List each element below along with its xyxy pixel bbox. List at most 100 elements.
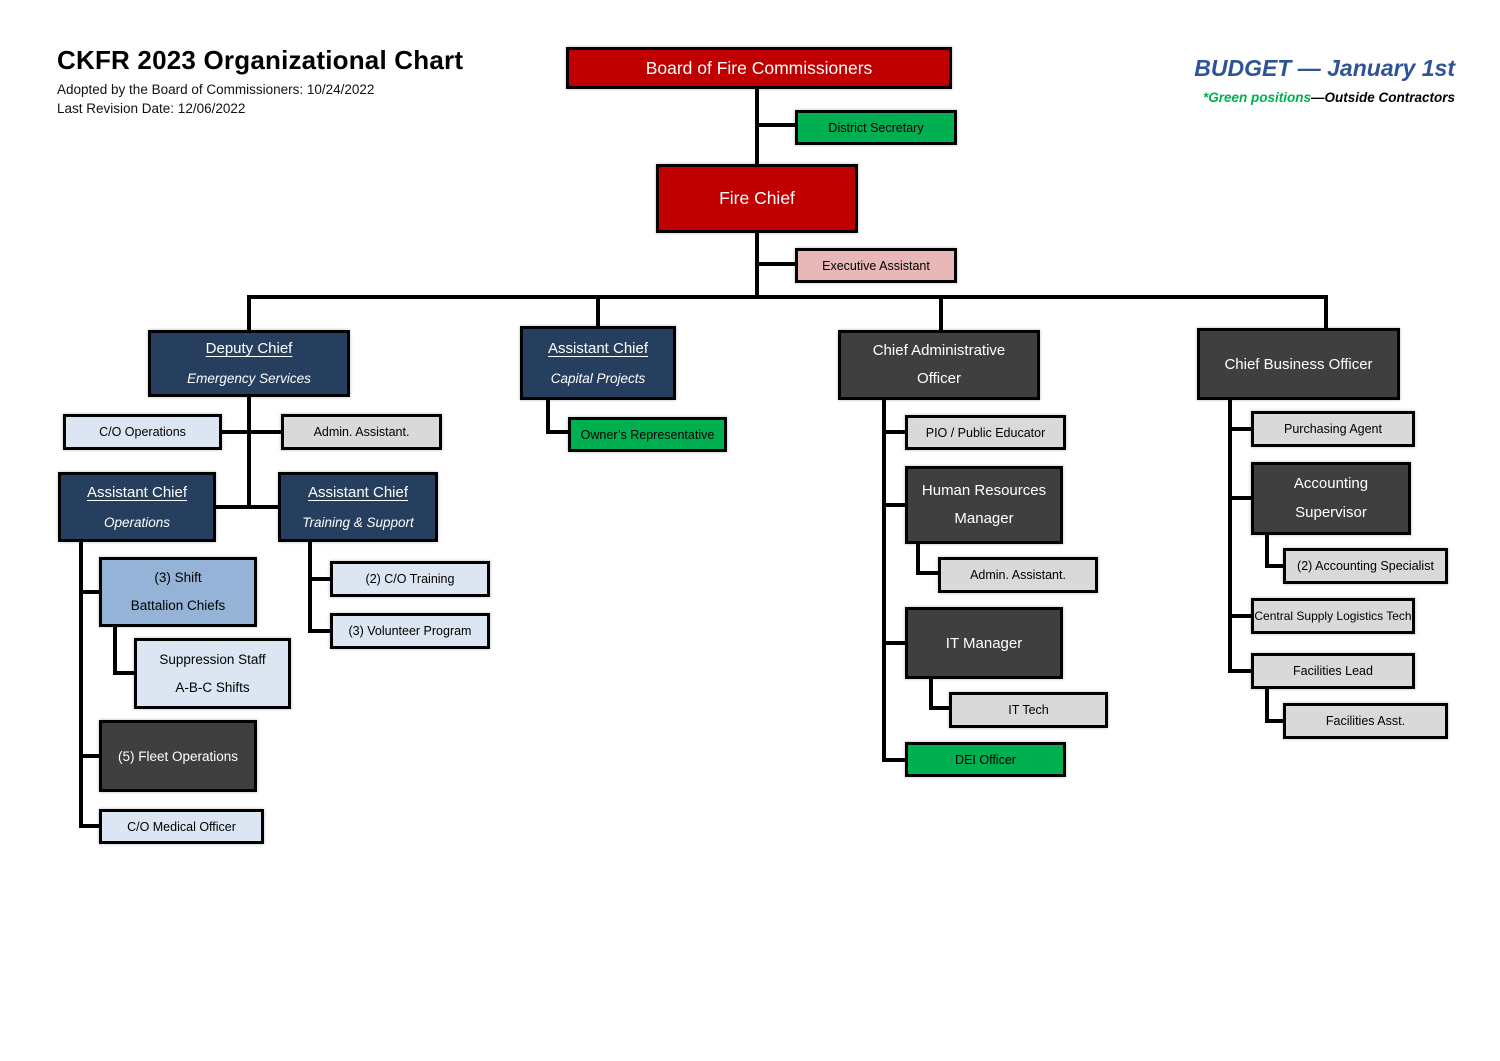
node-label-line2: A-B-C Shifts	[175, 679, 250, 695]
node-label-line2: Supervisor	[1295, 503, 1367, 521]
connector-line	[882, 503, 907, 507]
node-label: PIO / Public Educator	[925, 425, 1046, 440]
node-admin-assistant-hr: Admin. Assistant.	[938, 557, 1098, 593]
connector-line	[939, 295, 943, 332]
connector-line	[1228, 427, 1253, 431]
node-label: District Secretary	[828, 120, 924, 135]
connector-line	[308, 629, 332, 633]
node-label-line2: Battalion Chiefs	[130, 598, 226, 613]
node-label: IT Manager	[945, 634, 1023, 652]
node-central-supply-logistics-tech: Central Supply Logistics Tech	[1251, 598, 1415, 634]
node-facilities-asst: Facilities Asst.	[1283, 703, 1448, 739]
node-shift-battalion-chiefs: (3) Shift Battalion Chiefs	[99, 557, 257, 627]
chart-header: CKFR 2023 Organizational Chart Adopted b…	[57, 45, 464, 119]
node-label-line1: Human Resources	[921, 481, 1047, 499]
node-subtitle: Training & Support	[302, 514, 414, 530]
connector-line	[79, 540, 83, 828]
green-positions-text: *Green positions	[1202, 90, 1311, 105]
node-assistant-chief-training-support: Assistant Chief Training & Support	[278, 472, 438, 542]
connector-line	[1265, 564, 1285, 568]
connector-line	[916, 542, 920, 575]
connector-line	[929, 677, 933, 710]
connector-line	[113, 625, 117, 675]
node-label: IT Tech	[1008, 703, 1049, 717]
node-facilities-lead: Facilities Lead	[1251, 653, 1415, 689]
node-subtitle: Capital Projects	[550, 370, 646, 386]
connector-line	[546, 430, 571, 434]
node-label: Admin. Assistant.	[970, 568, 1066, 582]
connector-line	[247, 395, 251, 509]
connector-line	[1228, 398, 1232, 673]
connector-line	[247, 505, 280, 509]
node-accounting-supervisor: Accounting Supervisor	[1251, 462, 1411, 535]
outside-contractors-text: —Outside Contractors	[1310, 90, 1455, 105]
node-label: Fire Chief	[719, 188, 795, 208]
node-accounting-specialist: (2) Accounting Specialist	[1283, 548, 1448, 584]
node-chief-business-officer: Chief Business Officer	[1197, 328, 1400, 400]
connector-line	[79, 590, 101, 594]
node-label: C/O Operations	[99, 425, 186, 439]
node-board-of-fire-commissioners: Board of Fire Commissioners	[566, 47, 952, 89]
connector-line	[882, 430, 907, 434]
node-fleet-operations: (5) Fleet Operations	[99, 720, 257, 792]
connector-line	[113, 671, 136, 675]
connector-line	[79, 824, 101, 828]
revision-date-line: Last Revision Date: 12/06/2022	[57, 101, 246, 117]
connector-line	[247, 295, 1328, 299]
node-it-manager: IT Manager	[905, 607, 1063, 679]
node-executive-assistant: Executive Assistant	[795, 248, 957, 283]
node-label-line1: (3) Shift	[154, 570, 202, 586]
node-pio-public-educator: PIO / Public Educator	[905, 415, 1066, 450]
node-label-line2: Manager	[954, 510, 1014, 527]
connector-line	[79, 754, 101, 758]
node-subtitle: Operations	[103, 514, 171, 530]
connector-line	[247, 295, 251, 332]
connector-line	[214, 505, 251, 509]
node-volunteer-program: (3) Volunteer Program	[330, 613, 490, 649]
connector-line	[220, 430, 251, 434]
connector-line	[929, 706, 951, 710]
node-title: Assistant Chief	[547, 339, 649, 357]
connector-line	[1228, 614, 1253, 618]
connector-line	[1265, 719, 1285, 723]
connector-line	[916, 571, 940, 575]
adopted-date-line: Adopted by the Board of Commissioners: 1…	[57, 81, 375, 97]
node-fire-chief: Fire Chief	[656, 164, 858, 233]
node-label: (3) Volunteer Program	[348, 624, 472, 638]
node-label: Facilities Asst.	[1325, 714, 1406, 728]
node-co-training: (2) C/O Training	[330, 561, 490, 597]
node-label-line1: Accounting	[1293, 475, 1369, 492]
node-label: Purchasing Agent	[1284, 422, 1382, 436]
node-suppression-staff: Suppression Staff A-B-C Shifts	[134, 638, 291, 709]
connector-line	[882, 398, 886, 762]
node-label: Central Supply Logistics Tech	[1254, 609, 1412, 623]
node-admin-assistant-deputy: Admin. Assistant.	[281, 414, 442, 450]
node-purchasing-agent: Purchasing Agent	[1251, 411, 1415, 447]
node-label: Chief Business Officer	[1224, 355, 1373, 373]
node-district-secretary: District Secretary	[795, 110, 957, 145]
node-subtitle: Emergency Services	[187, 371, 311, 387]
node-label: Board of Fire Commissioners	[645, 57, 873, 78]
connector-line	[757, 123, 797, 127]
node-label-line1: Chief Administrative	[872, 341, 1006, 359]
connector-line	[882, 758, 907, 762]
node-label: Admin. Assistant.	[313, 425, 410, 439]
connector-line	[882, 641, 907, 645]
node-label-line1: Suppression Staff	[159, 651, 266, 667]
node-assistant-chief-operations: Assistant Chief Operations	[58, 472, 216, 542]
page-title: CKFR 2023 Organizational Chart	[57, 45, 464, 75]
budget-label: BUDGET — January 1st	[1194, 55, 1455, 81]
node-label: C/O Medical Officer	[127, 819, 236, 834]
connector-line	[1228, 669, 1253, 673]
node-dei-officer: DEI Officer	[905, 742, 1066, 777]
connector-line	[1265, 687, 1269, 723]
node-title: Assistant Chief	[307, 483, 409, 501]
node-assistant-chief-capital-projects: Assistant Chief Capital Projects	[520, 326, 676, 400]
connector-line	[1324, 295, 1328, 330]
node-label: (2) C/O Training	[365, 572, 455, 586]
node-label: (5) Fleet Operations	[117, 748, 239, 764]
connector-line	[546, 398, 550, 434]
connector-line	[755, 89, 759, 165]
node-title: Assistant Chief	[86, 483, 188, 501]
